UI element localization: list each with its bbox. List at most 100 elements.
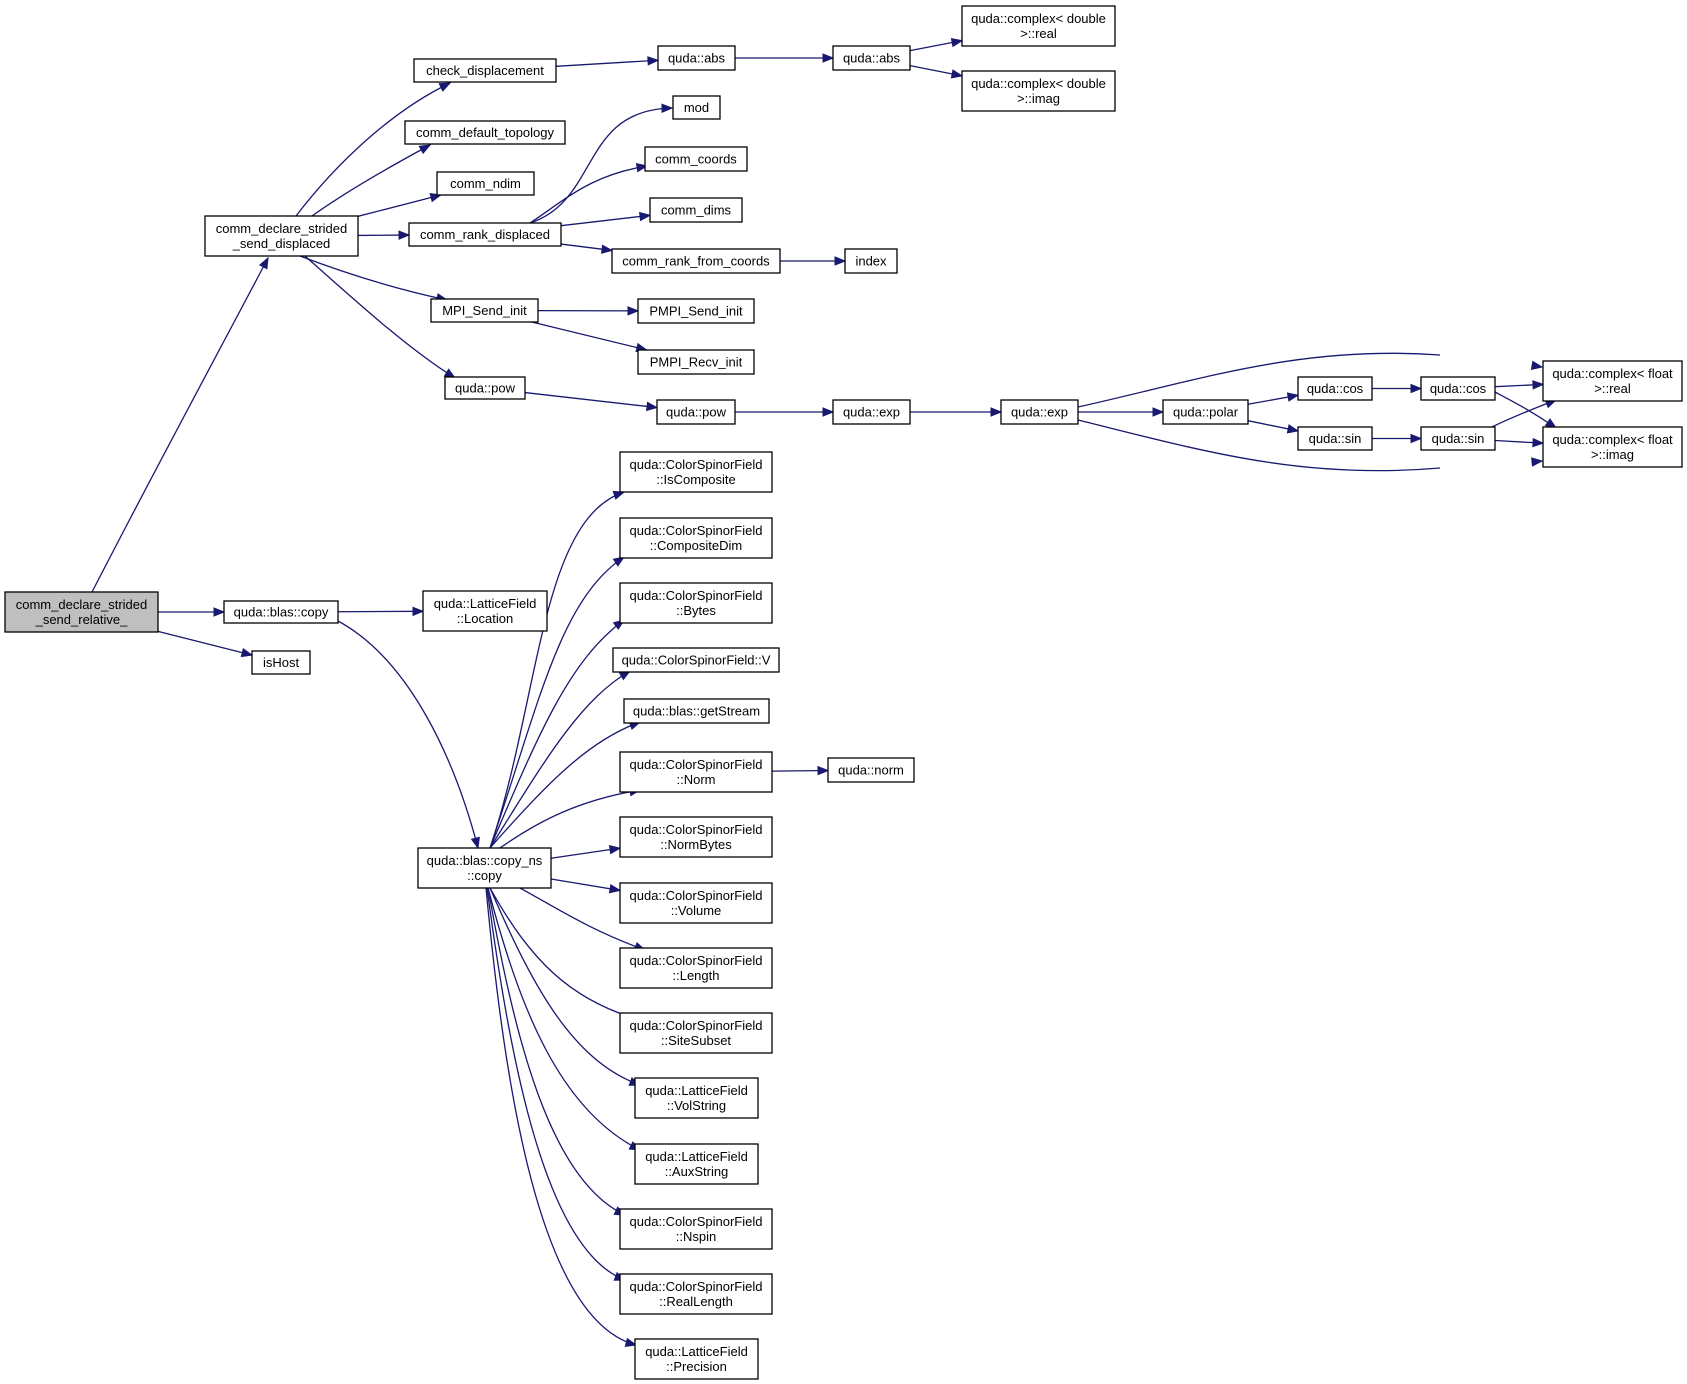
- node-label: quda::ColorSpinorField: [630, 1214, 763, 1229]
- node-label: ::copy: [467, 868, 502, 883]
- node-crd[interactable]: comm_rank_displaced: [408, 222, 562, 247]
- node-bytes[interactable]: quda::ColorSpinorField::Bytes: [619, 582, 773, 624]
- node-cos2[interactable]: quda::cos: [1420, 376, 1496, 401]
- node-box: [657, 45, 736, 71]
- node-label: comm_default_topology: [416, 125, 555, 140]
- node-norm_f[interactable]: quda::ColorSpinorField::Norm: [619, 751, 773, 793]
- node-iscomp[interactable]: quda::ColorSpinorField::IsComposite: [619, 451, 773, 493]
- edge-root-to-cdssd: [91, 256, 269, 593]
- node-sin2[interactable]: quda::sin: [1420, 426, 1496, 451]
- node-crfc[interactable]: comm_rank_from_coords: [611, 248, 781, 274]
- node-label: quda::LatticeField: [645, 1344, 748, 1359]
- node-blas_copy[interactable]: quda::blas::copy: [223, 600, 339, 624]
- node-box: [844, 248, 898, 274]
- node-label: _send_relative_: [35, 612, 129, 627]
- node-label: ::Volume: [671, 903, 722, 918]
- edge-layer: [91, 37, 1558, 1347]
- node-dims[interactable]: comm_dims: [649, 197, 743, 223]
- node-label: ::Bytes: [676, 603, 716, 618]
- node-layer: comm_declare_strided_send_relative_comm_…: [4, 5, 1683, 1380]
- node-polar[interactable]: quda::polar: [1162, 399, 1249, 425]
- node-getstream[interactable]: quda::blas::getStream: [623, 698, 770, 724]
- node-label: >::real: [1594, 381, 1631, 396]
- node-cf_imag[interactable]: quda::complex< float>::imag: [1542, 426, 1683, 468]
- node-isHost[interactable]: isHost: [251, 650, 311, 675]
- node-label: ::Length: [673, 968, 720, 983]
- node-box: [612, 647, 780, 673]
- node-abs2[interactable]: quda::abs: [832, 45, 911, 71]
- node-label: quda::ColorSpinorField: [630, 1018, 763, 1033]
- node-coords[interactable]: comm_coords: [644, 146, 748, 172]
- node-cf_real[interactable]: quda::complex< float>::real: [1542, 360, 1683, 402]
- node-box: [961, 5, 1116, 47]
- edge-cdssd-to-mpi_send: [299, 255, 449, 303]
- node-label: index: [855, 254, 887, 269]
- node-label: quda::complex< float: [1552, 366, 1673, 381]
- node-box: [1542, 426, 1683, 468]
- node-label: quda::LatticeField: [434, 596, 537, 611]
- node-cd_imag[interactable]: quda::complex< double>::imag: [961, 70, 1116, 112]
- node-cd_real[interactable]: quda::complex< double>::real: [961, 5, 1116, 47]
- node-label: comm_declare_strided: [216, 221, 348, 236]
- edge-copy_ns-to-precision: [485, 887, 638, 1347]
- node-box: [430, 298, 539, 323]
- node-check_disp[interactable]: check_displacement: [413, 58, 557, 83]
- edge-cdssd-to-check_disp: [295, 82, 452, 217]
- node-volume[interactable]: quda::ColorSpinorField::Volume: [619, 882, 773, 924]
- node-label: comm_rank_from_coords: [622, 254, 770, 269]
- node-sitesub[interactable]: quda::ColorSpinorField::SiteSubset: [619, 1012, 773, 1054]
- node-box: [832, 399, 911, 425]
- node-label: quda::LatticeField: [645, 1083, 748, 1098]
- node-precision[interactable]: quda::LatticeField::Precision: [634, 1338, 759, 1380]
- node-box: [832, 45, 911, 71]
- node-box: [634, 1077, 759, 1119]
- node-normbytes[interactable]: quda::ColorSpinorField::NormBytes: [619, 816, 773, 858]
- node-pow1[interactable]: quda::pow: [444, 376, 526, 400]
- node-ndim[interactable]: comm_ndim: [436, 171, 535, 196]
- node-auxstr[interactable]: quda::LatticeField::AuxString: [634, 1143, 759, 1185]
- node-label: >::imag: [1017, 91, 1060, 106]
- node-nspin[interactable]: quda::ColorSpinorField::Nspin: [619, 1208, 773, 1250]
- node-exp1[interactable]: quda::exp: [832, 399, 911, 425]
- node-volstr[interactable]: quda::LatticeField::VolString: [634, 1077, 759, 1119]
- node-box: [619, 1012, 773, 1054]
- node-csfv[interactable]: quda::ColorSpinorField::V: [612, 647, 780, 673]
- node-box: [672, 95, 721, 120]
- node-label: ::AuxString: [665, 1164, 729, 1179]
- node-copy_ns[interactable]: quda::blas::copy_ns::copy: [417, 847, 552, 889]
- node-lf_loc[interactable]: quda::LatticeField::Location: [422, 590, 548, 632]
- node-label: quda::pow: [666, 405, 727, 420]
- node-label: >::imag: [1591, 447, 1634, 462]
- node-cdt[interactable]: comm_default_topology: [404, 120, 566, 145]
- edge-abs2-to-cd_real: [909, 37, 964, 52]
- node-label: mod: [684, 100, 709, 115]
- edge-copy_ns-to-normbytes: [550, 844, 622, 859]
- node-label: comm_rank_displaced: [420, 227, 550, 242]
- node-label: ::VolString: [667, 1098, 726, 1113]
- node-exp2[interactable]: quda::exp: [1000, 399, 1079, 425]
- node-pow2[interactable]: quda::pow: [656, 399, 736, 425]
- node-label: ::NormBytes: [660, 837, 732, 852]
- node-compdim[interactable]: quda::ColorSpinorField::CompositeDim: [619, 517, 773, 559]
- node-qnorm[interactable]: quda::norm: [827, 757, 915, 783]
- node-box: [1420, 426, 1496, 451]
- node-pmpi_recv[interactable]: PMPI_Recv_init: [637, 349, 755, 375]
- node-cos1[interactable]: quda::cos: [1297, 376, 1373, 401]
- node-label: quda::complex< float: [1552, 432, 1673, 447]
- node-reallen[interactable]: quda::ColorSpinorField::RealLength: [619, 1273, 773, 1315]
- node-box: [619, 816, 773, 858]
- node-pmpi_send[interactable]: PMPI_Send_init: [637, 298, 755, 324]
- node-root[interactable]: comm_declare_strided_send_relative_: [4, 591, 159, 633]
- node-abs1[interactable]: quda::abs: [657, 45, 736, 71]
- node-length[interactable]: quda::ColorSpinorField::Length: [619, 947, 773, 989]
- node-index[interactable]: index: [844, 248, 898, 274]
- edge-exp1-to-exp2: [910, 407, 1003, 417]
- node-label: >::real: [1020, 26, 1057, 41]
- edge-copy_ns-to-auxstr: [487, 887, 642, 1151]
- node-sin1[interactable]: quda::sin: [1297, 426, 1373, 451]
- node-cdssd[interactable]: comm_declare_strided_send_displaced: [204, 215, 359, 257]
- node-mpi_send[interactable]: MPI_Send_init: [430, 298, 539, 323]
- node-mod[interactable]: mod: [672, 95, 721, 120]
- edge-sin1-to-sin2: [1372, 433, 1423, 444]
- edge-copy_ns-to-bytes: [489, 619, 626, 849]
